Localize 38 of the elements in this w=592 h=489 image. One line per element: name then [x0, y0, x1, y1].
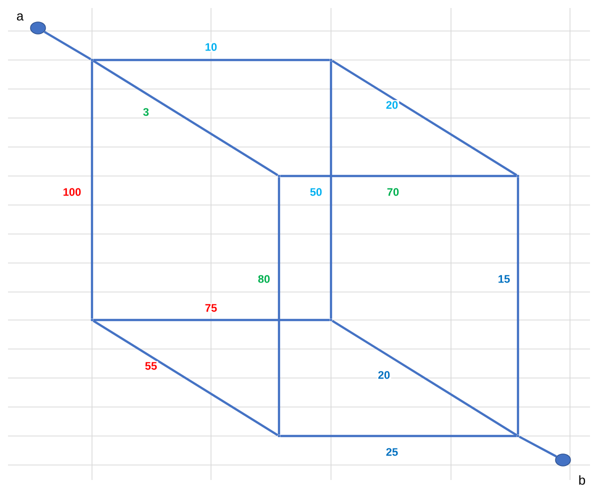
graph-edge	[330, 61, 332, 319]
weight-label: 75	[205, 304, 217, 312]
weight-label: 55	[145, 362, 157, 370]
endpoint-dot	[30, 22, 46, 34]
graph-edge	[332, 320, 518, 436]
graph-edge	[92, 60, 278, 176]
weight-label: 70	[387, 188, 399, 196]
vertex	[516, 174, 520, 178]
graph-edge	[280, 174, 517, 178]
graph-edge	[332, 60, 518, 176]
graph-edge	[92, 320, 278, 436]
endpoint-dot	[555, 454, 571, 466]
vertex	[330, 318, 332, 322]
weight-label: 20	[378, 371, 390, 379]
weight-label: 10	[206, 43, 217, 51]
weight-label: 25	[386, 448, 398, 456]
weight-label: 80	[258, 275, 270, 283]
vertex	[90, 58, 94, 62]
graph-edge	[44, 30, 92, 60]
graph-edge	[518, 436, 557, 458]
weight-label: 3	[143, 108, 149, 116]
vertex	[278, 434, 280, 438]
vertex	[90, 318, 94, 322]
vertex	[278, 174, 280, 178]
graph-edge	[93, 58, 330, 62]
vertex	[516, 434, 520, 438]
graph-edge	[516, 177, 520, 435]
graph-edge	[280, 434, 517, 438]
vertex-label: b	[579, 475, 586, 485]
vertex	[330, 58, 332, 62]
weight-label: 15	[498, 275, 510, 283]
weight-label: 20	[386, 101, 398, 109]
weight-label: 100	[64, 188, 81, 196]
graph-edge	[90, 61, 94, 319]
vertex-label: a	[16, 13, 24, 21]
weight-label: 50	[310, 188, 322, 196]
graph-edge	[93, 318, 330, 322]
graph-edge	[278, 177, 280, 435]
